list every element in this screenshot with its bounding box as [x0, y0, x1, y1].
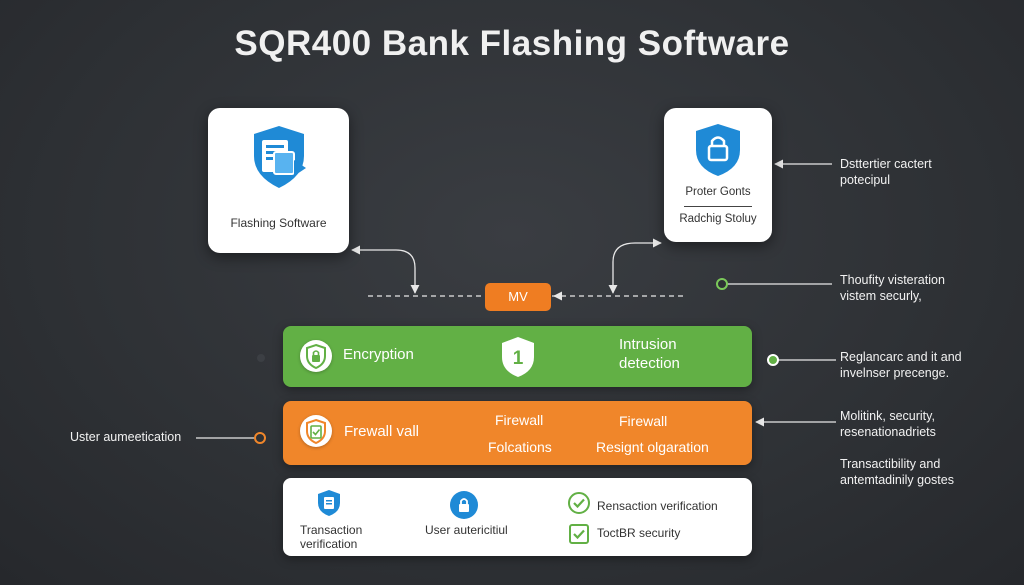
- left-curved-arrow: [351, 245, 420, 294]
- orange-right-label-1: Molitink, security,: [840, 409, 935, 423]
- right-curved-arrow: [608, 238, 662, 294]
- green-right-dot: [767, 354, 779, 366]
- top-right-label-2: potecipul: [840, 173, 891, 187]
- firewall-right-line1: Firewall: [619, 413, 668, 429]
- lock-shield-icon: [696, 124, 740, 176]
- firewall-mid-line2: Folcations: [488, 439, 552, 455]
- flashing-software-card[interactable]: Flashing Software: [208, 108, 349, 253]
- left-side-label: Uster aumeetication: [70, 430, 182, 444]
- intrusion-line2: detection: [619, 355, 680, 372]
- checkbox-icon: [569, 524, 589, 544]
- protection-card[interactable]: Proter Gonts Radchig Stoluy: [664, 108, 772, 242]
- mid-right-dot: [716, 278, 728, 290]
- mid-right-label-1: Thoufity visteration: [840, 273, 945, 287]
- lower-right-label-1: Transactibility and: [840, 457, 941, 471]
- user-auth-label: User autericitiul: [425, 523, 508, 537]
- lower-right-label-2: antemtadinily gostes: [840, 473, 954, 487]
- left-dot: [254, 432, 266, 444]
- check1-label: Rensaction verification: [597, 499, 718, 513]
- intrusion-line1: Intrusion: [619, 336, 677, 353]
- flashing-software-label: Flashing Software: [230, 216, 327, 230]
- document-shield-icon: [254, 126, 306, 188]
- lock-icon-circle: [300, 340, 332, 372]
- mid-right-label-2: vistem securly,: [840, 289, 922, 303]
- badge-shield-icon: 1: [502, 337, 534, 377]
- top-right-label-1: Dsttertier cactert: [840, 157, 932, 171]
- encryption-band[interactable]: Encryption 1 Intrusion detection: [283, 326, 752, 387]
- protection-line1: Proter Gonts: [685, 186, 751, 198]
- check-circle-icon: [568, 492, 590, 514]
- orange-right-label-2: resenationadriets: [840, 425, 936, 439]
- transaction-line1: Transaction: [300, 523, 363, 537]
- check2-label: ToctBR security: [597, 526, 681, 540]
- firewall-band[interactable]: Frewall vall Firewall Folcations Firewal…: [283, 401, 752, 465]
- green-right-label-1: Reglancarc and it and: [840, 350, 962, 364]
- page-title: SQR400 Bank Flashing Software: [234, 24, 790, 63]
- encryption-label: Encryption: [343, 346, 414, 363]
- badge-number: 1: [513, 348, 524, 369]
- transaction-line2: verification: [300, 537, 358, 551]
- protection-line2: Radchig Stoluy: [679, 213, 757, 225]
- mv-box[interactable]: MV: [485, 283, 551, 311]
- faint-dot: [257, 354, 265, 362]
- transaction-shield-icon: [318, 490, 340, 516]
- green-right-label-2: invelnser precenge.: [840, 366, 950, 380]
- lock-icon: [306, 343, 326, 370]
- card-divider: [684, 206, 752, 207]
- firewall-icon-circle: [300, 415, 332, 447]
- user-lock-icon: [450, 491, 478, 519]
- firewall-right-line2: Resignt olgaration: [596, 439, 709, 455]
- firewall-left-label: Frewall vall: [344, 423, 420, 440]
- firewall-mid-line1: Firewall: [495, 412, 544, 428]
- document-check-icon: [306, 418, 326, 445]
- verification-band[interactable]: Transaction verification User autericiti…: [283, 478, 752, 556]
